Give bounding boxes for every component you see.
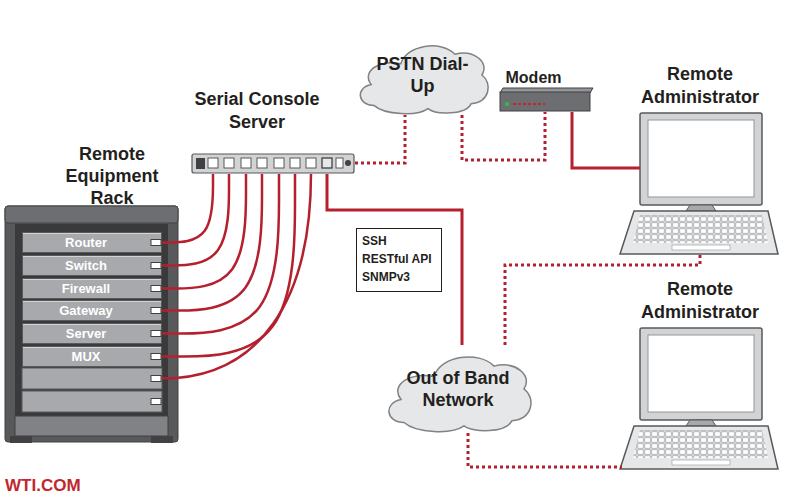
head: Serial Console Server — [172, 88, 342, 134]
rack-unit: MUX — [22, 346, 162, 367]
head: Remote Equipment Rack — [57, 143, 167, 209]
brand-label: WTI.COM — [5, 476, 81, 496]
unit-port — [151, 354, 161, 360]
serial-cable — [162, 174, 213, 243]
serial-cable — [162, 174, 229, 266]
unit-port — [151, 240, 161, 246]
network-link — [468, 433, 622, 467]
unit-port — [151, 399, 161, 405]
rack-unit: Firewall — [22, 278, 162, 299]
protocol-box: SSHRESTful APISNMPv3 — [356, 228, 442, 292]
status-led — [345, 160, 351, 166]
unit-label: MUX — [23, 347, 161, 366]
serial-cable — [162, 174, 279, 334]
rack-interior — [15, 224, 168, 416]
head: Remote Administrator — [620, 278, 780, 324]
modem-indicator — [513, 103, 545, 105]
unit-port — [151, 286, 161, 292]
modem-cable — [572, 112, 640, 168]
cloud-outline — [383, 345, 533, 433]
rack-cabinet — [5, 206, 178, 442]
small-head: Modem — [486, 68, 581, 88]
serial-port — [241, 158, 251, 168]
admin-workstation: Remote Administrator — [620, 63, 780, 255]
serial-cable — [162, 174, 246, 289]
unit-label: Router — [23, 233, 161, 252]
serial-cable — [162, 174, 262, 311]
power-inlet — [196, 158, 205, 169]
dial-up-link — [462, 112, 545, 160]
unit-port — [151, 331, 161, 337]
serial-port — [306, 158, 316, 168]
serial-port — [208, 158, 218, 168]
connector-group — [162, 112, 700, 467]
network-port — [322, 158, 332, 168]
rack-unit: Switch — [22, 255, 162, 276]
blank-rack-unit — [22, 368, 162, 389]
serial-port — [224, 158, 234, 168]
unit-label: Firewall — [23, 279, 161, 298]
cloud-shape — [360, 46, 488, 114]
modem: Modem — [498, 68, 593, 112]
rack-unit: Gateway — [22, 300, 162, 321]
cloud-shape — [389, 357, 531, 432]
cloud-label: Out of Band Network — [401, 367, 516, 411]
admin-workstation: Remote Administrator — [620, 278, 780, 470]
network-cloud: Out of Band Network — [383, 345, 533, 433]
serial-port — [274, 158, 284, 168]
unit-label: Gateway — [23, 301, 161, 320]
equipment-rack: Remote Equipment RackRouterSwitchFirewal… — [5, 143, 178, 443]
proto-label: RESTful API — [362, 250, 436, 268]
unit-label: Server — [23, 324, 161, 343]
modem-port — [336, 158, 343, 168]
cloud-outline — [355, 35, 490, 115]
spare-serial-cable — [162, 174, 311, 379]
unit-port — [151, 263, 161, 269]
network-cable — [327, 174, 462, 345]
serial-port — [290, 158, 300, 168]
workstation-illustration — [620, 328, 778, 469]
unit-label: Switch — [23, 256, 161, 275]
network-link — [505, 255, 700, 345]
console-server-body — [192, 154, 354, 173]
modem-body — [500, 92, 590, 111]
unit-port — [151, 376, 161, 382]
serial-port — [257, 158, 267, 168]
rack-unit: Router — [22, 232, 162, 253]
proto-label: SNMPv3 — [362, 268, 436, 286]
serial-cable — [162, 174, 295, 357]
rack-unit: Server — [22, 323, 162, 344]
modem-led — [505, 102, 509, 106]
blank-rack-unit — [22, 391, 162, 412]
network-cloud: PSTN Dial-Up — [355, 35, 490, 115]
proto-label: SSH — [362, 232, 436, 250]
unit-port — [151, 308, 161, 314]
rack-foot — [151, 436, 173, 443]
cloud-label: PSTN Dial-Up — [373, 53, 473, 97]
workstation-illustration — [620, 113, 778, 254]
head: Remote Administrator — [620, 63, 780, 109]
rack-base — [15, 416, 168, 436]
rack-foot — [10, 436, 32, 443]
rack-top-cap — [5, 206, 178, 223]
dial-up-link — [355, 115, 405, 163]
console-server: Serial Console Server — [190, 88, 355, 174]
